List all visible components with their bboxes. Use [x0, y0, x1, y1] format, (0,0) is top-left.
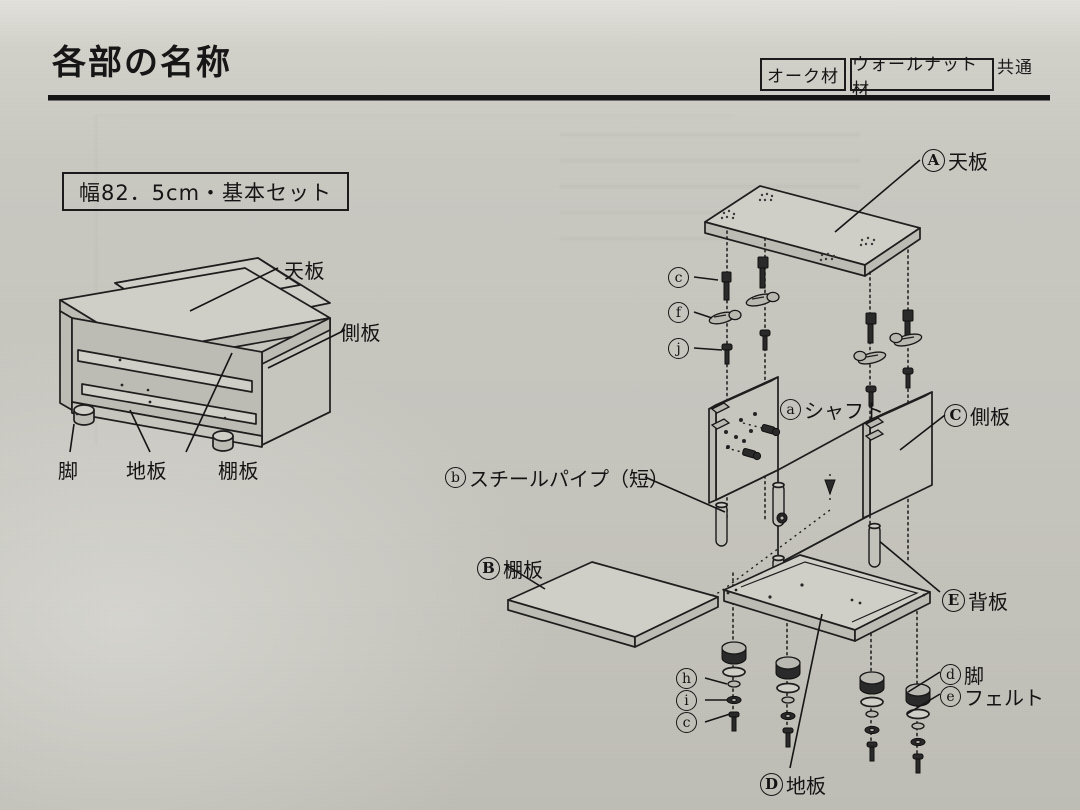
part-top-board-A — [704, 159, 921, 277]
bleed-through-ghost-secondary — [560, 120, 860, 240]
callout-label-e: フェルト — [964, 686, 1044, 710]
circle-letter-D: D — [760, 773, 783, 796]
hardware-plate-f-3 — [853, 350, 887, 365]
circle-letter-c-2: c — [676, 712, 697, 733]
material-badge-oak: オーク材 — [760, 58, 846, 91]
callout-label-a: シャフト — [804, 399, 884, 423]
callout-part-C-side-board: C 側板 — [944, 401, 1010, 430]
circle-letter-f: f — [668, 302, 689, 323]
callout-part-E-back-board: E 背板 — [942, 586, 1008, 615]
hardware-shaft-a-1 — [742, 422, 781, 437]
callout-label-b: スチールパイプ（短） — [469, 467, 669, 491]
hardware-screw-j-2 — [759, 329, 771, 351]
hardware-steel-pipe-b — [644, 476, 881, 600]
circle-letter-A: A — [922, 149, 945, 172]
leg-assembly-stacks — [704, 641, 941, 774]
circle-letter-B: B — [477, 557, 500, 580]
hardware-stack-top-left — [708, 271, 742, 365]
hardware-shaft-a-2 — [725, 447, 762, 461]
callout-label-A: 天板 — [948, 150, 988, 174]
leg-stack-2 — [775, 656, 801, 748]
leg-stack-4 — [905, 683, 931, 774]
hardware-plate-f-2 — [745, 291, 780, 307]
part-back-panel-E — [715, 419, 941, 593]
callout-label-C: 側板 — [970, 405, 1010, 429]
material-badge-walnut: ウォールナット材 — [850, 55, 994, 100]
hardware-bolt-c-3 — [865, 312, 877, 344]
callout-hardware-d-leg: d 脚 — [940, 660, 984, 689]
callout-hardware-i-bottom: i — [676, 690, 697, 711]
circle-letter-E: E — [942, 589, 965, 612]
assembled-cabinet-drawing — [59, 257, 346, 453]
callout-part-D-bottom-board: D 地板 — [760, 770, 826, 799]
hardware-stack-top-right-2 — [889, 309, 923, 389]
hardware-plate-f-4 — [889, 332, 923, 347]
callout-label-E: 背板 — [968, 590, 1008, 614]
title-underline — [48, 95, 1050, 101]
hardware-stack-top-right-1 — [853, 312, 887, 407]
hardware-bolt-c-4 — [902, 309, 914, 340]
callout-part-B-shelf-board: B 棚板 — [477, 554, 543, 583]
callout-part-A-top-board: A 天板 — [922, 146, 988, 175]
steel-pipe-4 — [868, 522, 881, 568]
circle-letter-C: C — [944, 404, 967, 427]
callout-hardware-j-top: j — [668, 338, 689, 359]
label-top-board: 天板 — [284, 259, 325, 283]
hardware-stack-top-left-2 — [745, 256, 780, 351]
steel-pipe-3 — [772, 554, 785, 600]
callout-hardware-e-felt: e フェルト — [940, 682, 1044, 711]
circle-letter-e: e — [940, 686, 961, 707]
hardware-bolt-c-2 — [757, 256, 769, 289]
callout-hardware-c-top: c — [668, 267, 689, 288]
callout-hardware-b-steel-pipe: b スチールパイプ（短） — [445, 463, 669, 492]
circle-letter-b: b — [445, 467, 466, 488]
hardware-plate-f-1 — [708, 309, 742, 325]
steel-pipe-2 — [772, 481, 785, 527]
circle-letter-c: c — [668, 267, 689, 288]
part-side-panel-left-C — [708, 376, 781, 504]
label-bottom-board: 地板 — [126, 459, 167, 483]
material-common-label: 共通 — [997, 58, 1033, 78]
page-title: 各部の名称 — [52, 43, 232, 83]
steel-pipe-1 — [715, 501, 728, 547]
hardware-screw-j-1 — [721, 343, 733, 365]
circle-letter-d: d — [940, 664, 961, 685]
callout-hardware-f-top: f — [668, 302, 689, 323]
hardware-screw-j-4 — [902, 367, 914, 389]
circle-letter-a: a — [780, 399, 801, 420]
callout-label-B: 棚板 — [503, 558, 543, 582]
callout-label-D: 地板 — [786, 774, 826, 798]
circle-letter-h: h — [676, 668, 697, 689]
label-side-board: 側板 — [340, 321, 381, 345]
callout-hardware-c-bottom: c — [676, 712, 697, 733]
circle-letter-j: j — [668, 338, 689, 359]
callout-hardware-a-shaft: a シャフト — [780, 395, 884, 424]
callout-label-d: 脚 — [964, 664, 984, 688]
bleed-through-ghost — [95, 115, 735, 445]
callout-hardware-h-bottom: h — [676, 668, 697, 689]
label-leg: 脚 — [58, 459, 79, 483]
label-shelf-board: 棚板 — [218, 459, 259, 483]
set-size-badge: 幅82．5cm・基本セット — [62, 172, 349, 211]
leg-stack-3 — [859, 671, 885, 762]
circle-letter-i: i — [676, 690, 697, 711]
hardware-bolt-c-1 — [721, 271, 732, 301]
leg-stack-1 — [721, 641, 747, 732]
part-bottom-board-D — [723, 554, 931, 769]
